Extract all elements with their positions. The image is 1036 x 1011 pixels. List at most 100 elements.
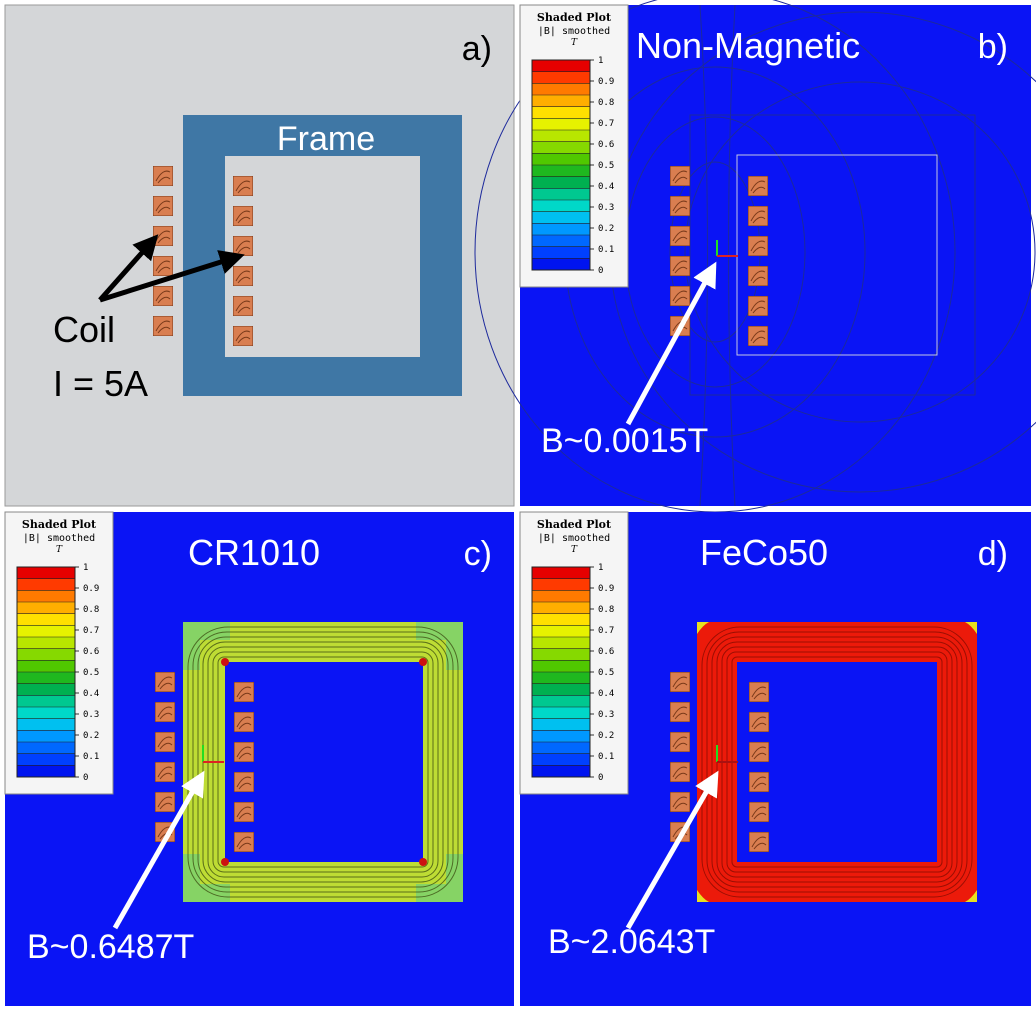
legend-tick-label: 0.9 bbox=[598, 77, 614, 87]
legend-color-band bbox=[17, 578, 75, 591]
legend-color-band bbox=[532, 118, 590, 131]
legend-tick-label: 0 bbox=[598, 773, 603, 783]
legend-color-band bbox=[532, 258, 590, 271]
legend-color-band bbox=[532, 567, 590, 580]
legend-color-band bbox=[17, 672, 75, 685]
coil-square bbox=[155, 702, 175, 722]
coil-square bbox=[670, 732, 690, 752]
legend-unit: T bbox=[571, 545, 578, 555]
legend-tick-label: 0.4 bbox=[83, 689, 99, 699]
coil-square bbox=[670, 196, 690, 216]
legend-color-band bbox=[532, 211, 590, 224]
legend-color-band bbox=[532, 235, 590, 248]
coil-square bbox=[234, 772, 254, 792]
legend-color-band bbox=[17, 707, 75, 720]
coil-label: Coil bbox=[53, 309, 115, 350]
coil-square bbox=[670, 256, 690, 276]
coil-square bbox=[153, 196, 173, 216]
coil-arrow-right bbox=[99, 250, 245, 303]
panel-a: Frame a) Coil I = 5A bbox=[4, 4, 515, 507]
panel-b-letter: b) bbox=[978, 28, 1008, 66]
probe-arrow-c bbox=[112, 770, 205, 930]
legend-color-band bbox=[532, 672, 590, 685]
legend-color-band bbox=[532, 637, 590, 650]
coil-square bbox=[670, 286, 690, 306]
coil-square bbox=[670, 702, 690, 722]
coil-square bbox=[155, 762, 175, 782]
panel-c-title: CR1010 bbox=[188, 532, 320, 573]
legend-color-band bbox=[532, 130, 590, 143]
corner-hotspots-d bbox=[697, 622, 977, 902]
legend-color-band bbox=[532, 742, 590, 755]
coil-square bbox=[234, 682, 254, 702]
coil-square bbox=[748, 236, 768, 256]
legend-tick-label: 0.4 bbox=[598, 182, 614, 192]
legend-color-band bbox=[532, 71, 590, 84]
legend-tick-label: 0.3 bbox=[598, 710, 614, 720]
legend-color-band bbox=[532, 95, 590, 108]
value-label-c: B~0.6487T bbox=[27, 928, 194, 966]
legend-color-band bbox=[532, 707, 590, 720]
legend-color-band bbox=[532, 753, 590, 766]
legend-panel-c: Shaded Plot|B| smoothedT10.90.80.70.60.5… bbox=[4, 511, 114, 795]
legend-color-band bbox=[532, 106, 590, 119]
legend-tick-label: 0 bbox=[83, 773, 88, 783]
axis-triad-c bbox=[202, 745, 224, 763]
coil-square bbox=[748, 296, 768, 316]
coil-square bbox=[670, 226, 690, 246]
probe-arrow-b bbox=[625, 261, 717, 426]
legend-color-band bbox=[532, 223, 590, 236]
legend-tick-label: 0.5 bbox=[598, 668, 614, 678]
legend-color-band bbox=[17, 613, 75, 626]
coil-square bbox=[748, 176, 768, 196]
coil-square bbox=[233, 236, 253, 256]
legend-tick-label: 0.1 bbox=[83, 752, 99, 762]
legend-color-band bbox=[17, 753, 75, 766]
legend-panel-d: Shaded Plot|B| smoothedT10.90.80.70.60.5… bbox=[519, 511, 629, 795]
corner-hotspots-c bbox=[221, 658, 427, 866]
panel-c-letter: c) bbox=[464, 535, 492, 573]
legend-color-band bbox=[532, 648, 590, 661]
legend-tick-label: 0.6 bbox=[83, 647, 99, 657]
axis-triad-b bbox=[716, 240, 738, 257]
coil-square bbox=[233, 206, 253, 226]
panel-d-title: FeCo50 bbox=[700, 532, 828, 573]
legend-color-band bbox=[17, 695, 75, 708]
coil-square bbox=[748, 206, 768, 226]
legend-tick-label: 0.1 bbox=[598, 245, 614, 255]
legend-color-band bbox=[17, 625, 75, 638]
legend-tick-label: 0.5 bbox=[598, 161, 614, 171]
legend-color-band bbox=[17, 730, 75, 743]
coil-square bbox=[749, 772, 769, 792]
legend-tick-label: 0.8 bbox=[83, 605, 99, 615]
value-label-d: B~2.0643T bbox=[548, 923, 715, 961]
legend-tick-label: 0.7 bbox=[598, 626, 614, 636]
coil-square bbox=[670, 166, 690, 186]
legend-panel-b: Shaded Plot|B| smoothedT10.90.80.70.60.5… bbox=[519, 4, 629, 288]
legend-color-band bbox=[532, 188, 590, 201]
legend-color-band bbox=[532, 200, 590, 213]
coil-square bbox=[233, 296, 253, 316]
legend-tick-label: 0 bbox=[598, 266, 603, 276]
panel-b-title: Non-Magnetic bbox=[636, 25, 860, 66]
coil-square bbox=[233, 326, 253, 346]
legend-color-band bbox=[17, 718, 75, 731]
coil-square bbox=[749, 802, 769, 822]
coil-square bbox=[670, 792, 690, 812]
legend-color-band bbox=[532, 613, 590, 626]
coil-square bbox=[748, 266, 768, 286]
coil-square bbox=[234, 712, 254, 732]
legend-color-band bbox=[532, 730, 590, 743]
legend-tick-label: 0.2 bbox=[598, 224, 614, 234]
coil-square bbox=[749, 712, 769, 732]
legend-unit: T bbox=[56, 545, 63, 555]
legend-subtitle: |B| smoothed bbox=[538, 26, 610, 37]
legend-color-band bbox=[532, 578, 590, 591]
legend-tick-label: 0.3 bbox=[83, 710, 99, 720]
legend-tick-label: 0.4 bbox=[598, 689, 614, 699]
frame-shape-d bbox=[697, 622, 977, 902]
legend-color-band bbox=[17, 683, 75, 696]
legend-color-band bbox=[532, 165, 590, 178]
legend-color-band bbox=[532, 60, 590, 73]
legend-title: Shaded Plot bbox=[537, 518, 612, 531]
